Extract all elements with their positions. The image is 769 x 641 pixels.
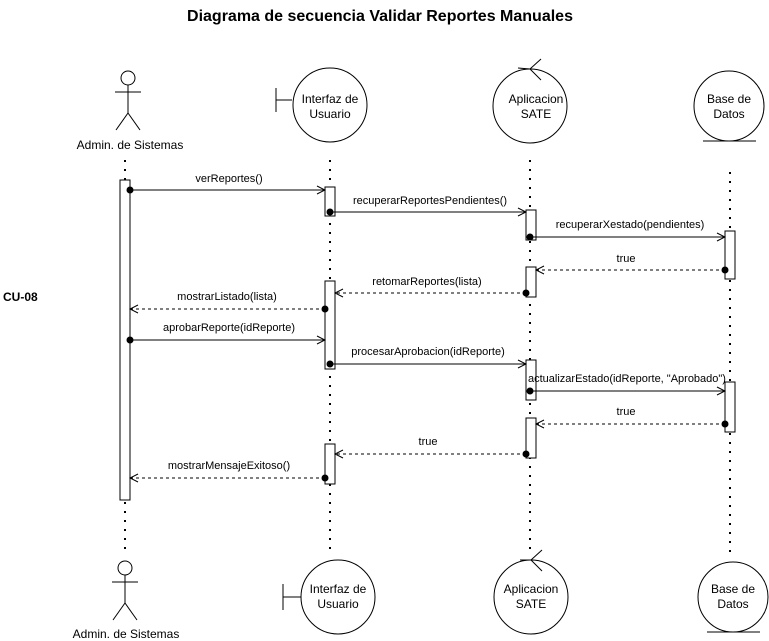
- activation-ui-1: [324, 186, 336, 217]
- participant-label-line: Interfaz de: [302, 92, 359, 106]
- boundary-circle-icon: [300, 559, 376, 635]
- message-label: true: [617, 406, 636, 418]
- actor-leg-icon: [115, 112, 129, 131]
- activation-app-4: [525, 417, 537, 459]
- message-start-dot: [522, 289, 530, 297]
- participant-label: Admin. de Sistemas: [77, 138, 184, 152]
- message-label: true: [617, 253, 636, 265]
- participant-admin-top: Admin. de Sistemas: [77, 70, 184, 152]
- message-start-dot: [526, 233, 534, 241]
- message-start-dot: [522, 450, 530, 458]
- message: mostrarListado(lista): [130, 291, 329, 313]
- message: recuperarXestado(pendientes): [526, 219, 726, 241]
- participant-ui-bottom: Interfaz de Usuario: [282, 559, 376, 635]
- control-circle-icon: [492, 68, 568, 144]
- message-label: mostrarMensajeExitoso(): [168, 460, 290, 472]
- participant-label-line: Base de: [707, 92, 751, 106]
- participant-app-bottom: Aplicacion SATE: [493, 549, 569, 635]
- message-label: mostrarListado(lista): [177, 291, 277, 303]
- diagram-title: Diagrama de secuencia Validar Reportes M…: [187, 8, 573, 25]
- activation-app-3: [525, 359, 537, 401]
- participant-label-line: Datos: [717, 597, 748, 611]
- boundary-circle-icon: [292, 67, 368, 143]
- message: actualizarEstado(idReporte, "Aprobado"): [526, 373, 726, 395]
- participant-label-line: Interfaz de: [310, 582, 367, 596]
- message-start-dot: [126, 186, 134, 194]
- activation-ui-2: [324, 280, 336, 370]
- control-arrow-icon: [520, 549, 543, 561]
- message: aprobarReporte(idReporte): [126, 322, 326, 344]
- message-label: true: [419, 436, 438, 448]
- participant-ui-top: Interfaz de Usuario: [275, 67, 368, 143]
- participant-label-line: Usuario: [309, 107, 351, 121]
- message-label: actualizarEstado(idReporte, "Aprobado"): [528, 373, 726, 385]
- message: true: [335, 436, 530, 458]
- message: true: [536, 406, 729, 428]
- entity-circle-icon: [693, 70, 765, 142]
- participant-app-top: Aplicacion SATE: [492, 58, 568, 144]
- message: recuperarReportesPendientes(): [326, 195, 527, 216]
- actor-head-icon: [120, 70, 136, 86]
- participant-label-line: Usuario: [317, 597, 359, 611]
- activation-ui-3: [324, 443, 336, 485]
- activation-app-2: [525, 266, 537, 298]
- message-start-dot: [526, 387, 534, 395]
- actor-leg-icon: [112, 602, 126, 621]
- participant-admin-bottom: Admin. de Sistemas: [73, 560, 180, 641]
- messages: verReportes() recuperarReportesPendiente…: [126, 173, 729, 482]
- participant-label-line: SATE: [516, 597, 546, 611]
- message-label: verReportes(): [195, 173, 262, 185]
- actor-leg-icon: [124, 602, 138, 621]
- participant-label-line: Datos: [713, 107, 744, 121]
- actor-leg-icon: [127, 112, 141, 131]
- message-label: retomarReportes(lista): [372, 276, 481, 288]
- message-label: aprobarReporte(idReporte): [163, 322, 295, 334]
- control-arrow-icon: [517, 58, 542, 70]
- message: mostrarMensajeExitoso(): [130, 460, 329, 482]
- actor-head-icon: [117, 560, 133, 576]
- message-start-dot: [126, 336, 134, 344]
- message-start-dot: [321, 474, 329, 482]
- participant-label-line: Aplicacion: [509, 92, 564, 106]
- message: verReportes(): [126, 173, 326, 194]
- message: procesarAprobacion(idReporte): [326, 346, 527, 368]
- message-label: procesarAprobacion(idReporte): [351, 346, 504, 358]
- participant-label-line: Aplicacion: [504, 582, 559, 596]
- participant-label: Admin. de Sistemas: [73, 627, 180, 641]
- participant-label-line: SATE: [521, 107, 551, 121]
- message: true: [536, 253, 729, 274]
- message-start-dot: [321, 305, 329, 313]
- message: retomarReportes(lista): [335, 276, 530, 297]
- participant-db-top: Base de Datos: [693, 70, 765, 142]
- use-case-label: CU-08: [3, 290, 38, 304]
- message-start-dot: [721, 420, 729, 428]
- activations: [119, 179, 736, 501]
- participant-label-line: Base de: [711, 582, 755, 596]
- control-arrow-icon: [530, 559, 543, 572]
- message-label: recuperarXestado(pendientes): [556, 219, 705, 231]
- message-start-dot: [326, 208, 334, 216]
- participant-db-bottom: Base de Datos: [697, 561, 769, 633]
- activation-db-2: [724, 381, 736, 433]
- message-start-dot: [326, 360, 334, 368]
- message-label: recuperarReportesPendientes(): [353, 195, 507, 207]
- control-arrow-icon: [529, 68, 542, 81]
- message-start-dot: [721, 266, 729, 274]
- activation-db-1: [724, 230, 736, 280]
